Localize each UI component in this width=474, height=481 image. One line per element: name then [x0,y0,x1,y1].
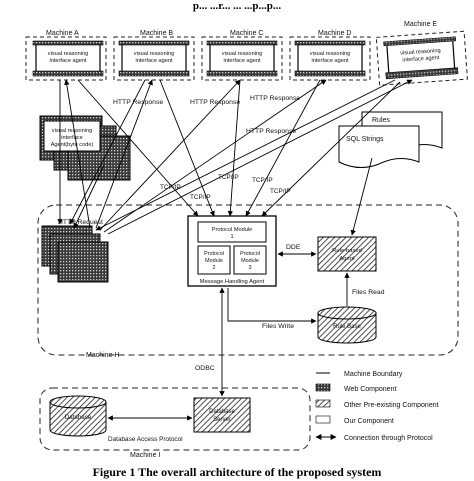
protocol-module-3-line1: Protocol [240,251,260,257]
odbc-label: ODBC [195,365,215,372]
protocol-module-2-line3: 2 [213,265,216,271]
header-fragment: p... ...r... ... ...p...p... [193,0,281,12]
web-server-stack [41,225,109,283]
db-server-line2: Server [213,417,231,423]
files-read-label: Files Read [352,289,385,296]
connection-lines [57,79,413,421]
machine-b-label: Machine B [140,30,173,37]
legend: Machine Boundary Web Component Other Pre… [315,371,439,442]
bytecode-agent-stack: visual reasoning interface Agent(byte co… [39,115,131,181]
db-access-protocol-label: Database Access Protocol [108,436,183,443]
machine-h-label: Machine H [86,352,119,359]
agent-a-label-1: visual reasoning [48,51,88,57]
http-response-label-1: HTTP Response [113,99,163,106]
machine-b: Machine B visual reasoning interface age… [113,30,195,81]
agent-d-label-2: interface agent [311,58,348,64]
protocol-module-1-line1: Protocol Module [212,227,252,233]
database-cylinder: Database [49,395,107,437]
protocol-module-2-line2: Module [205,258,223,264]
legend-item-preexisting: Other Pre-existing Component [344,402,439,409]
legend-item-our-component: Our Component [344,418,394,425]
sql-label: SQL Strings [346,136,384,143]
tcpip-label-2: TCP/IP [190,194,211,201]
agent-e-label-2: interface agent [402,55,440,64]
machine-e-label: Machine E [404,21,437,28]
rule-based-agent-line2: Agent [339,256,355,262]
database-server: Database Server [193,397,251,433]
rule-based-agent: Rule-based Agent [317,236,377,272]
db-server-line1: Database [209,409,235,415]
rule-base-cylinder: Rule Base [317,306,377,344]
http-response-label-4: HTTP Response [246,128,296,135]
legend-web-symbol [315,383,331,392]
machine-h-boundary [37,204,459,356]
agent-b-label-1: visual reasoning [134,51,174,57]
protocol-module-1-line2: 1 [230,234,233,240]
rule-base-label: Rule Base [333,324,361,330]
agent-d-label-1: visual reasoning [310,51,350,57]
http-response-label-2: HTTP Response [190,99,240,106]
machine-a-label: Machine A [46,30,79,37]
protocol-module-3-line3: 3 [249,265,252,271]
legend-hatch-symbol [315,399,331,408]
database-label: Database [65,414,92,421]
machine-c-label: Machine C [230,30,263,37]
tcpip-label-5: TCP/IP [270,188,291,195]
machine-d: Machine D visual reasoning interface age… [289,30,371,81]
protocol-module-2-line1: Protocol [204,251,224,257]
dde-label: DDE [286,244,301,251]
rule-based-agent-line1: Rule-based [332,248,362,254]
machine-i-label: Machine I [130,452,160,459]
files-write-label: Files Write [262,323,294,330]
legend-item-protocol: Connection through Protocol [344,435,433,442]
machine-e: visual reasoning interface agent [375,30,468,86]
legend-item-web-component: Web Component [344,386,396,393]
agent-e-label-1: visual reasoning [400,48,441,57]
machine-i-boundary [39,387,311,451]
bytecode-label-3: Agent(byte code) [51,142,94,148]
rules-label: Rules [372,117,390,124]
legend-blank-symbol [315,415,331,424]
message-handling-agent: Protocol Module 1 Protocol Module 2 Prot… [187,215,277,287]
sql-document: SQL Strings [338,125,420,168]
machine-c: Machine C visual reasoning interface age… [201,30,283,81]
legend-item-machine-boundary: Machine Boundary [344,371,403,378]
agent-c-label-2: interface agent [223,58,260,64]
machine-a: Machine A visual reasoning interface age… [25,30,107,81]
figure-caption: Figure 1 The overall architecture of the… [93,465,382,479]
http-request-label: HTTP Request [58,219,103,226]
tcpip-label-4: TCP/IP [252,177,273,184]
agent-a-label-2: interface agent [49,58,86,64]
tcpip-label-3: TCP/IP [218,174,239,181]
agent-c-label-1: visual reasoning [222,51,262,57]
tcpip-label-1: TCP/IP [160,184,181,191]
bytecode-label-2: interface [61,135,82,141]
bytecode-label-1: visual reasoning [52,128,92,134]
machine-d-label: Machine D [318,30,351,37]
agent-b-label-2: interface agent [135,58,172,64]
http-response-label-3: HTTP Response [250,95,300,102]
protocol-module-3-line2: Module [241,258,259,264]
mha-title: Message Handling Agent [200,279,265,285]
